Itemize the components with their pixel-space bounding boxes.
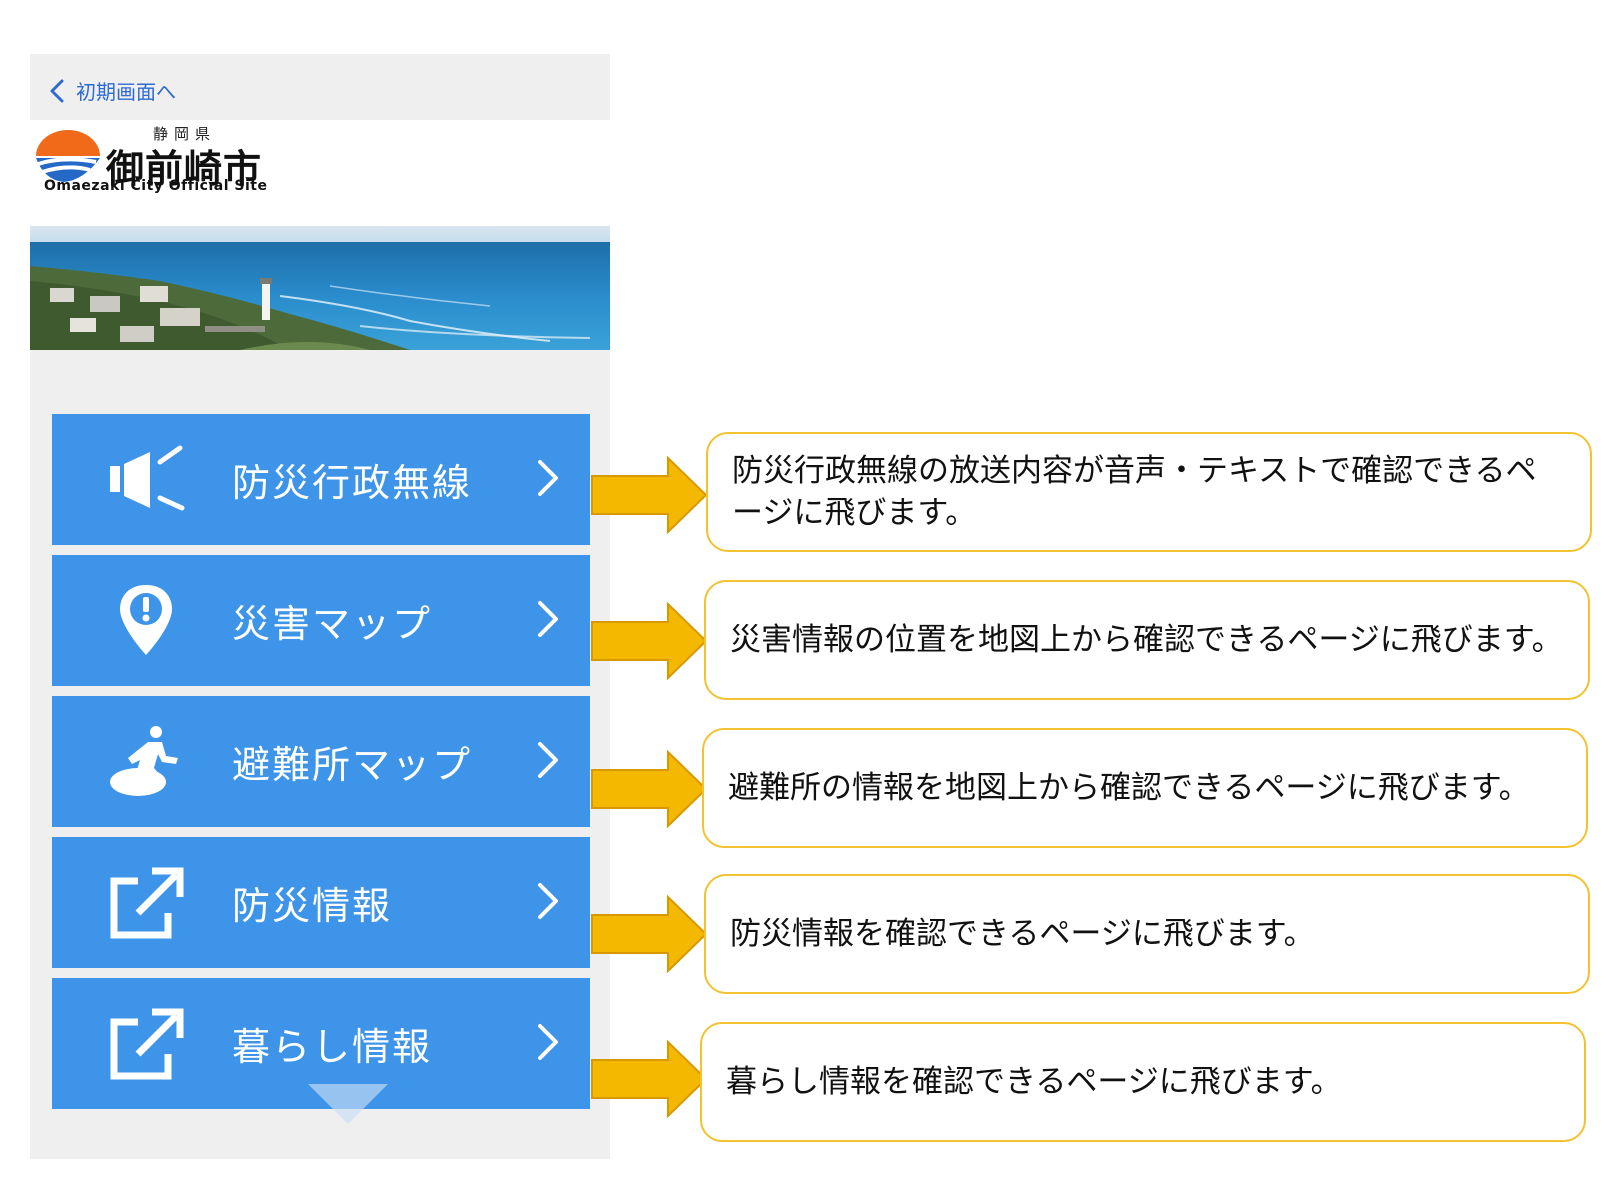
coastline-photo xyxy=(30,226,610,350)
chevron-right-icon xyxy=(538,460,558,496)
chevron-right-icon xyxy=(538,742,558,778)
menu-label: 避難所マップ xyxy=(232,743,473,787)
menu-button-disaster-map[interactable]: 災害マップ xyxy=(52,555,590,686)
menu-label: 防災行政無線 xyxy=(232,461,473,505)
annotation-arrow xyxy=(591,750,708,828)
megaphone-icon xyxy=(110,445,185,511)
chevron-left-icon xyxy=(50,79,64,102)
menu-label: 災害マップ xyxy=(232,602,433,646)
annotation-arrow xyxy=(591,1040,708,1118)
alert-pin-icon xyxy=(120,585,172,655)
external-link-icon xyxy=(110,867,184,939)
menu-button-shelter-map[interactable]: 避難所マップ xyxy=(52,696,590,827)
annotation-arrow xyxy=(591,602,708,680)
logo-city-name: 御前崎市 xyxy=(106,147,263,191)
menu-button-bousai-info[interactable]: 防災情報 xyxy=(52,837,590,968)
menu-button-bousai-radio[interactable]: 防災行政無線 xyxy=(52,414,590,545)
callout-text: 災害情報の位置を地図上から確認できるページに飛びます。 xyxy=(730,622,1563,658)
callout-bousai-radio: 防災行政無線の放送内容が音声・テキストで確認できるページに飛びます。 xyxy=(706,432,1592,552)
chevron-right-icon xyxy=(538,1024,558,1060)
phone-screen: 初期画面へ 静岡県 御前崎市 Omaezaki City Official Si… xyxy=(30,54,610,1159)
callout-living-info: 暮らし情報を確認できるページに飛びます。 xyxy=(700,1022,1586,1142)
callout-shelter-map: 避難所の情報を地図上から確認できるページに飛びます。 xyxy=(702,728,1588,848)
annotation-arrow xyxy=(591,895,708,973)
hero-image xyxy=(30,226,610,350)
menu-label: 暮らし情報 xyxy=(232,1025,433,1069)
back-link-label: 初期画面へ xyxy=(76,80,176,104)
external-link-icon xyxy=(110,1008,184,1080)
back-link[interactable]: 初期画面へ xyxy=(48,76,176,105)
callout-bousai-info: 防災情報を確認できるページに飛びます。 xyxy=(704,874,1590,994)
menu-label: 防災情報 xyxy=(232,884,393,928)
callout-text: 避難所の情報を地図上から確認できるページに飛びます。 xyxy=(728,770,1530,806)
callout-text: 暮らし情報を確認できるページに飛びます。 xyxy=(726,1064,1342,1100)
callout-text: 防災情報を確認できるページに飛びます。 xyxy=(730,916,1315,952)
scroll-down-indicator xyxy=(308,1084,388,1124)
back-bar: 初期画面へ xyxy=(30,54,610,120)
logo-prefecture: 静岡県 xyxy=(153,125,217,143)
city-emblem-icon xyxy=(36,130,100,182)
chevron-right-icon xyxy=(538,883,558,919)
chevron-right-icon xyxy=(538,601,558,637)
logo-subtitle: Omaezaki City Official Site xyxy=(44,178,268,194)
evacuation-icon xyxy=(110,726,178,796)
callout-text: 防災行政無線の放送内容が音声・テキストで確認できるページに飛びます。 xyxy=(732,453,1537,531)
callout-disaster-map: 災害情報の位置を地図上から確認できるページに飛びます。 xyxy=(704,580,1590,700)
annotation-arrow xyxy=(591,456,708,534)
site-logo[interactable]: 静岡県 御前崎市 Omaezaki City Official Site xyxy=(30,120,610,226)
